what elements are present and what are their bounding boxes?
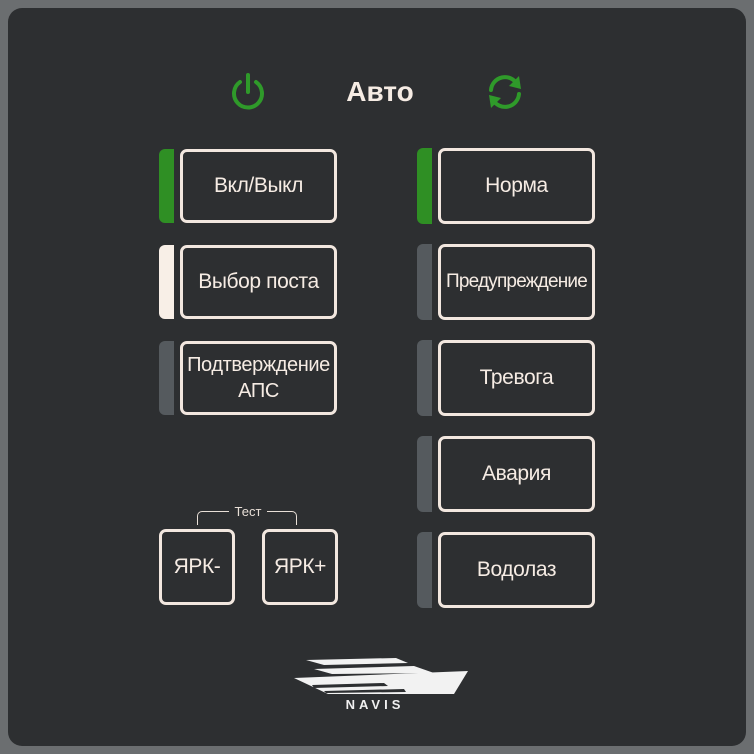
control-panel <box>8 8 746 746</box>
warning-button[interactable]: Предупреждение <box>438 244 595 320</box>
emergency-indicator <box>417 436 432 512</box>
aps-confirm-indicator <box>159 341 174 415</box>
diver-button[interactable]: Водолаз <box>438 532 595 608</box>
mode-label: Авто <box>346 76 414 107</box>
alarm-button[interactable]: Тревога <box>438 340 595 416</box>
brightness-up-button[interactable]: ЯРК+ <box>262 529 338 605</box>
normal-indicator <box>417 148 432 224</box>
aps-confirm-button[interactable]: Подтверждение АПС <box>180 341 337 415</box>
ship-logo-icon <box>294 658 468 694</box>
alarm-indicator <box>417 340 432 416</box>
normal-button[interactable]: Норма <box>438 148 595 224</box>
brightness-down-button[interactable]: ЯРК- <box>159 529 235 605</box>
warning-indicator <box>417 244 432 320</box>
post-select-button[interactable]: Выбор поста <box>180 245 337 319</box>
test-label: Тест <box>229 502 267 520</box>
onoff-button[interactable]: Вкл/Выкл <box>180 149 337 223</box>
post-select-indicator <box>159 245 174 319</box>
emergency-button[interactable]: Авария <box>438 436 595 512</box>
power-icon <box>232 73 264 110</box>
onoff-indicator <box>159 149 174 223</box>
brand-name: NAVIS <box>345 697 405 712</box>
diver-indicator <box>417 532 432 608</box>
sync-icon <box>489 75 521 109</box>
